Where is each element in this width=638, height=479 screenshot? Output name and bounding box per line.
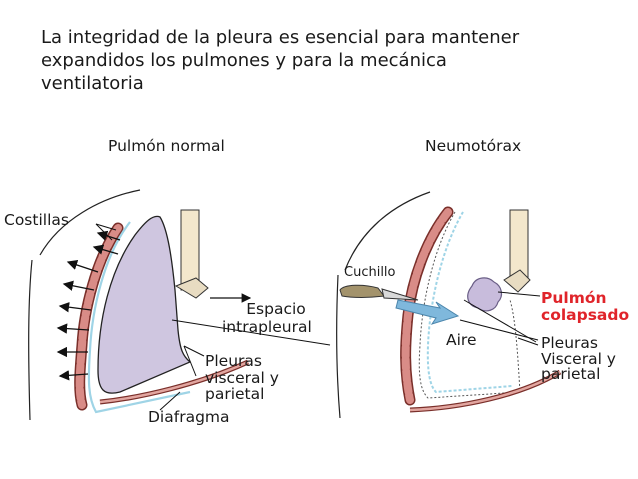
knife-label: Cuchillo: [344, 265, 396, 280]
parietal-pleura-left: [87, 221, 191, 414]
pleura-label-right-line-3: parietal: [541, 365, 601, 383]
diaphragm-label: Diafragma: [148, 408, 230, 426]
heading-pneumothorax: Neumotórax: [425, 137, 522, 155]
ribs-label: Costillas: [4, 211, 69, 229]
pneumothorax-illustration: [336, 191, 562, 419]
knife-blade: [381, 288, 419, 301]
knife-handle: [339, 284, 385, 298]
pleural-space-label-line-1: Espacio: [246, 300, 306, 318]
pleura-label-left-line-1: Pleuras: [205, 352, 262, 370]
diaphragm-right: [409, 369, 562, 413]
normal-lung: [97, 215, 192, 394]
heading-normal-lung: Pulmón normal: [108, 137, 225, 155]
collapsed-lung: [467, 277, 503, 312]
pleural-cavity: [418, 211, 521, 399]
chest-wall-left: [28, 259, 33, 421]
pleural-space-label: Espacio: [239, 300, 313, 318]
pleural-space-label-line-2: intrapleural: [222, 318, 312, 336]
title-line-1: La integridad de la pleura es esencial p…: [41, 27, 520, 48]
normal-lung-illustration: [28, 189, 331, 421]
air-arrow: [395, 299, 460, 325]
pleura-label-right-line-1: Pleuras: [541, 334, 598, 352]
chest-wall-right: [336, 274, 341, 419]
thorax-outline-right: [344, 191, 431, 271]
air-label: Aire: [446, 331, 477, 349]
bronchus-left: [174, 277, 209, 299]
bronchus-right: [503, 269, 531, 293]
collapsed-lung-label-line-1: Pulmón: [541, 289, 607, 307]
title-line-2: expandidos los pulmones y para la mecáni…: [41, 50, 447, 71]
page-title: La integridad de la pleura es esencial p…: [41, 26, 601, 95]
title-line-3: ventilatoria: [41, 73, 144, 94]
pleura-label-right-line-2: Visceral y: [541, 350, 616, 368]
collapsed-lung-label-line-2: colapsado: [541, 306, 630, 324]
thorax-outline-left: [39, 189, 141, 256]
pleura-label-left-line-2: visceral y: [205, 369, 279, 387]
pleura-label-left-line-3: parietal: [205, 385, 265, 403]
